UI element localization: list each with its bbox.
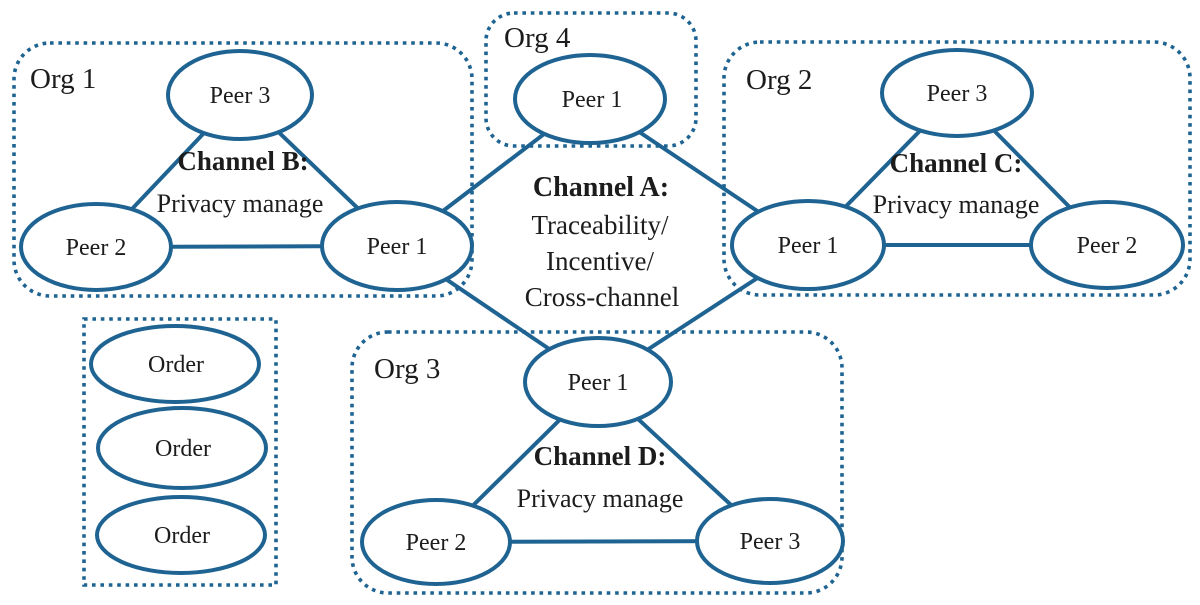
orderer3-node bbox=[95, 495, 267, 575]
org2-peer3-label: Peer 3 bbox=[927, 81, 988, 107]
orderer3-label: Order bbox=[154, 523, 210, 549]
org1-box bbox=[12, 41, 474, 298]
channel-a-line3: Cross-channel bbox=[525, 282, 679, 312]
org3-peer3-label: Peer 3 bbox=[740, 529, 801, 555]
org1-peer3-node bbox=[166, 49, 314, 141]
org3-peer3-node bbox=[695, 497, 845, 585]
org2-peer2-node bbox=[1029, 200, 1185, 290]
orderer2-node bbox=[96, 406, 268, 490]
org1-peer2-node bbox=[19, 202, 173, 292]
org1-label: Org 1 bbox=[30, 63, 96, 95]
org2-peer2-label: Peer 2 bbox=[1077, 233, 1138, 259]
channel-a-line1: Traceability/ bbox=[532, 210, 669, 240]
org3-peer2-label: Peer 2 bbox=[406, 530, 467, 556]
channel-b-title: Channel B: bbox=[177, 146, 308, 176]
orderer1-node bbox=[89, 324, 261, 404]
org1-peer1-label: Peer 1 bbox=[367, 234, 428, 260]
org3-label: Org 3 bbox=[374, 353, 440, 385]
org2-peer3-node bbox=[880, 48, 1034, 138]
org4-peer1-node bbox=[513, 53, 667, 145]
org3-peer2-node bbox=[360, 498, 512, 586]
channel-a-title: Channel A: bbox=[533, 172, 669, 203]
org4-box bbox=[484, 11, 698, 148]
channel-c-title: Channel C: bbox=[890, 148, 1023, 178]
orderer-box bbox=[82, 317, 278, 587]
org1-peer2-label: Peer 2 bbox=[66, 235, 127, 261]
channel-c-subtitle: Privacy manage bbox=[873, 190, 1040, 219]
org2-box bbox=[722, 40, 1192, 297]
org4-label: Org 4 bbox=[504, 22, 571, 54]
channel-d-title: Channel D: bbox=[534, 441, 667, 471]
org2-peer1-label: Peer 1 bbox=[778, 233, 839, 259]
orderer1-label: Order bbox=[148, 352, 204, 378]
org2-label: Org 2 bbox=[746, 64, 812, 96]
org3-peer1-label: Peer 1 bbox=[568, 370, 629, 396]
org2-peer1-node bbox=[730, 199, 886, 291]
channel-b-subtitle: Privacy manage bbox=[157, 189, 324, 218]
org1-peer3-label: Peer 3 bbox=[210, 83, 271, 109]
org1-peer1-node bbox=[320, 200, 474, 292]
channel-a-line2: Incentive/ bbox=[546, 246, 654, 276]
channel-d-subtitle: Privacy manage bbox=[517, 484, 684, 513]
org4-peer1-label: Peer 1 bbox=[562, 87, 623, 113]
orderer2-label: Order bbox=[155, 436, 211, 462]
org3-peer1-node bbox=[523, 336, 673, 428]
